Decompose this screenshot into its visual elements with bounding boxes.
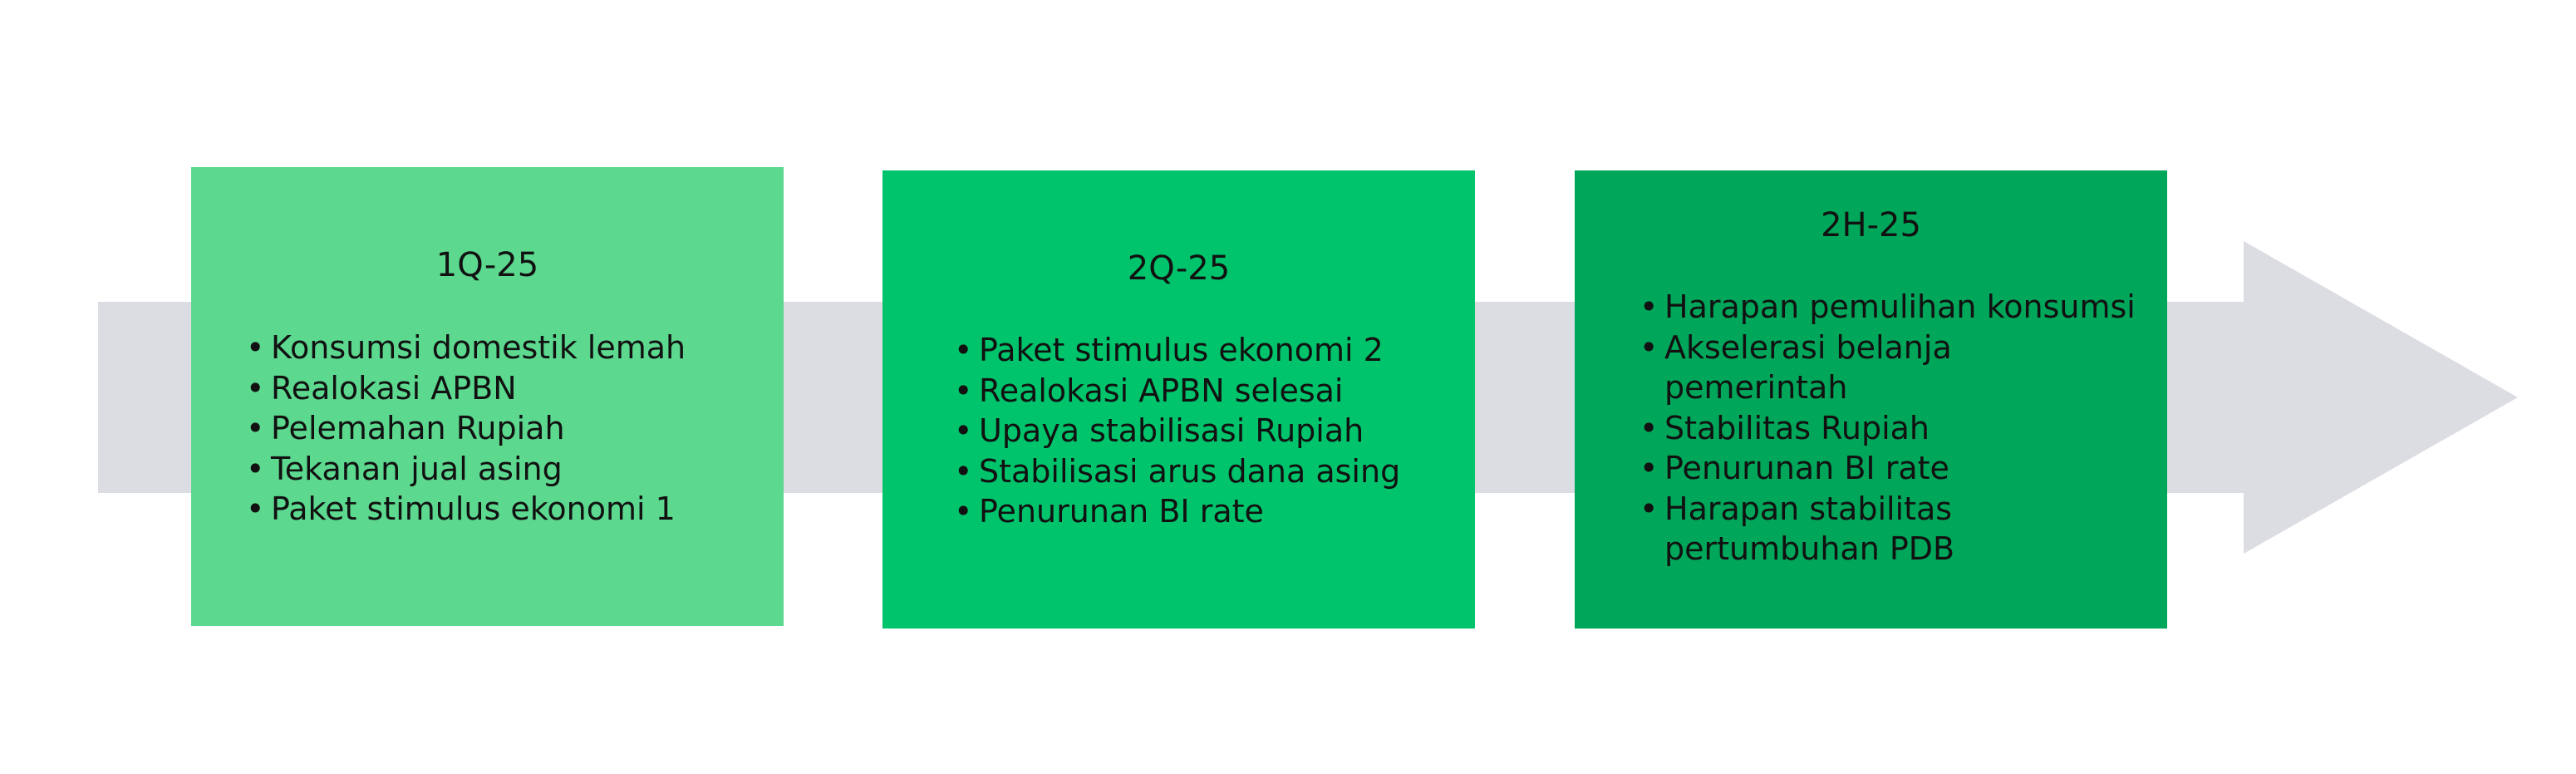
list-item: Penurunan BI rate bbox=[954, 491, 1400, 532]
list-item-continuation: pemerintah bbox=[1664, 369, 1848, 406]
list-item: Penurunan BI rate bbox=[1639, 448, 2136, 489]
stage-bullet-list: Paket stimulus ekonomi 2 Realokasi APBN … bbox=[954, 330, 1400, 532]
stage-box-2h-25: 2H-25 Harapan pemulihan konsumsi Akseler… bbox=[1575, 170, 2167, 629]
list-item: Realokasi APBN selesai bbox=[954, 371, 1400, 412]
list-item: Stabilisasi arus dana asing bbox=[954, 451, 1400, 492]
stage-bullet-list: Konsumsi domestik lemah Realokasi APBN P… bbox=[246, 328, 686, 530]
list-item: Paket stimulus ekonomi 2 bbox=[954, 330, 1400, 371]
list-item: Pelemahan Rupiah bbox=[246, 408, 686, 449]
stage-box-1q-25: 1Q-25 Konsumsi domestik lemah Realokasi … bbox=[191, 167, 784, 626]
stage-title: 1Q-25 bbox=[435, 246, 539, 284]
list-item: Akselerasi belanja bbox=[1639, 328, 2136, 368]
stage-bullet-list: Harapan pemulihan konsumsi Akselerasi be… bbox=[1639, 287, 2136, 569]
list-item: Harapan pemulihan konsumsi bbox=[1639, 287, 2136, 328]
list-item: Upaya stabilisasi Rupiah bbox=[954, 411, 1400, 451]
stage-box-2q-25: 2Q-25 Paket stimulus ekonomi 2 Realokasi… bbox=[882, 170, 1475, 629]
stage-title: 2Q-25 bbox=[1127, 249, 1231, 288]
list-item-continuation: pertumbuhan PDB bbox=[1664, 530, 1955, 567]
list-item: Stabilitas Rupiah bbox=[1639, 408, 2136, 449]
list-item: Harapan stabilitas bbox=[1639, 489, 2136, 530]
list-item: Konsumsi domestik lemah bbox=[246, 328, 686, 368]
list-item: Realokasi APBN bbox=[246, 368, 686, 409]
list-item: Tekanan jual asing bbox=[246, 449, 686, 490]
list-item: Paket stimulus ekonomi 1 bbox=[246, 489, 686, 530]
stage-title: 2H-25 bbox=[1821, 206, 1921, 244]
